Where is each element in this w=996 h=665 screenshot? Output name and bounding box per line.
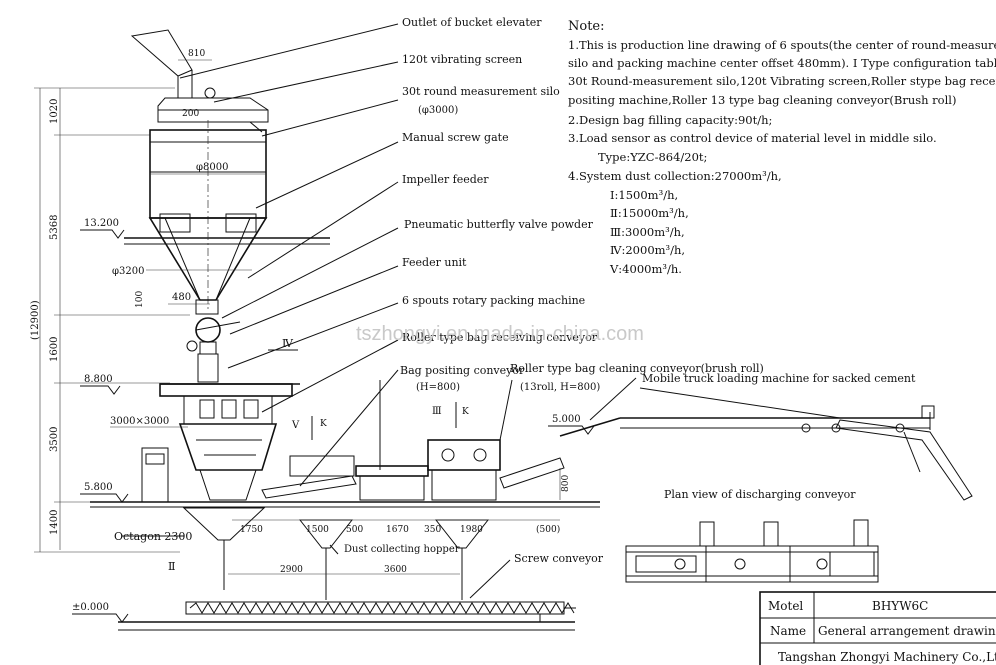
note-line-4: positing machine,Roller 13 type bag clea… bbox=[568, 93, 956, 107]
dim-480: 480 bbox=[172, 292, 191, 303]
label-vibrating-screen: 120t vibrating screen bbox=[402, 53, 522, 66]
dim-810: 810 bbox=[188, 49, 205, 59]
label-impeller: Impeller feeder bbox=[402, 173, 489, 186]
dim-3500: 3500 bbox=[49, 427, 60, 452]
packing-machine: 3000×3000 bbox=[110, 383, 293, 503]
dim-3200: φ3200 bbox=[112, 266, 144, 277]
vibrating-screen bbox=[157, 97, 269, 123]
level-8800: 8.800 bbox=[84, 374, 113, 385]
note-line-1: 1.This is production line drawing of 6 s… bbox=[568, 38, 996, 52]
label-silo-dia: (φ3000) bbox=[418, 105, 458, 116]
dim-1400: 1400 bbox=[49, 510, 60, 535]
name-value: General arrangement drawing bbox=[818, 624, 996, 638]
level-5000: 5.000 bbox=[552, 414, 581, 425]
dim-1500: 1500 bbox=[306, 525, 329, 535]
label-outlet-bucket: Outlet of bucket elevater bbox=[402, 16, 542, 29]
level-5800: 5.800 bbox=[84, 482, 113, 493]
label-butterfly: Pneumatic butterfly valve powder bbox=[404, 218, 594, 231]
label-roller-cleaning-h: (13roll, H=800) bbox=[520, 382, 600, 393]
label-plan-view: Plan view of discharging conveyor bbox=[664, 488, 856, 501]
note-line-3: 30t Round-measurement silo,120t Vibratin… bbox=[568, 74, 996, 88]
label-bag-positing-h: (H=800) bbox=[416, 382, 460, 393]
dim-8000: φ8000 bbox=[196, 162, 228, 173]
company-name: Tangshan Zhongyi Machinery Co.,Ltd bbox=[778, 650, 996, 664]
roman-II: Ⅱ bbox=[168, 560, 175, 573]
title-block: Motel BHYW6C Name General arrangement dr… bbox=[759, 591, 996, 665]
label-feeder-unit: Feeder unit bbox=[402, 256, 467, 269]
roman-IV: Ⅳ bbox=[282, 337, 294, 350]
dim-3000x3000: 3000×3000 bbox=[110, 416, 169, 427]
note-line-10: Ⅱ:15000m³/h, bbox=[610, 206, 689, 220]
label-packing-machine: 6 spouts rotary packing machine bbox=[402, 294, 585, 307]
vertical-dimensions: (12900) 1020 5368 1600 3500 1400 bbox=[30, 87, 190, 553]
impeller-feeder bbox=[195, 317, 221, 343]
dim-200: 200 bbox=[182, 109, 199, 119]
name-label: Name bbox=[770, 624, 806, 638]
label-mobile-truck: Mobile truck loading machine for sacked … bbox=[642, 372, 916, 385]
roman-V: Ⅴ bbox=[291, 420, 300, 431]
dim-1670: 1670 bbox=[386, 525, 409, 535]
label-roller-receiving: Roller type bag receiving conveyor bbox=[402, 331, 598, 344]
dim-12900: (12900) bbox=[30, 300, 41, 340]
model-label: Motel bbox=[768, 599, 803, 613]
dim-5368: 5368 bbox=[49, 215, 60, 240]
level-13200: 13.200 bbox=[84, 218, 119, 229]
dim-2900: 2900 bbox=[280, 565, 303, 575]
dim-100: 100 bbox=[135, 291, 145, 308]
bucket-outlet-chute bbox=[130, 29, 193, 77]
control-cabinet bbox=[141, 447, 169, 503]
label-octagon: Octagon 2300 bbox=[114, 530, 192, 543]
note-line-6: 3.Load sensor as control device of mater… bbox=[568, 131, 937, 145]
note-line-12: Ⅳ:2000m³/h, bbox=[610, 243, 685, 257]
note-line-9: Ⅰ:1500m³/h, bbox=[610, 188, 678, 202]
label-screw-conveyor: Screw conveyor bbox=[514, 552, 604, 565]
note-line-13: Ⅴ:4000m³/h. bbox=[609, 262, 682, 276]
label-roller-cleaning: Roller type bag cleaning conveyor(brush … bbox=[510, 362, 764, 375]
dim-350: 350 bbox=[424, 525, 441, 535]
label-bag-positing: Bag positing conveyor bbox=[400, 364, 525, 377]
watermark: tszhongyi.en.made-in-china.com bbox=[356, 323, 644, 345]
label-manual-gate: Manual screw gate bbox=[402, 131, 509, 144]
note-line-7: Type:YZC-864/20t; bbox=[598, 150, 707, 164]
label-dust-hopper: Dust collecting hopper bbox=[344, 544, 460, 555]
lower-structure: 1750 1500 500 1670 350 1980 (500) Ⅱ 2900… bbox=[168, 507, 576, 622]
dim-3600: 3600 bbox=[384, 565, 407, 575]
floor-levels: 13.200 8.800 5.800 ±0.000 5.000 bbox=[72, 218, 600, 631]
dim-1980: 1980 bbox=[460, 525, 483, 535]
component-labels: Outlet of bucket elevater 120t vibrating… bbox=[114, 16, 916, 565]
label-round-silo: 30t round measurement silo bbox=[402, 85, 560, 98]
note-line-11: Ⅲ:3000m³/h, bbox=[610, 225, 685, 239]
note-line-8: 4.System dust collection:27000m³/h, bbox=[568, 169, 782, 183]
model-value: BHYW6C bbox=[872, 599, 928, 613]
silo-assembly: 810 200 φ8000 φ3200 100 480 Ⅳ bbox=[112, 29, 298, 383]
level-0: ±0.000 bbox=[72, 602, 109, 613]
dim-500: 500 bbox=[346, 525, 363, 535]
dim-1600: 1600 bbox=[49, 337, 60, 362]
k-mark-2: K bbox=[462, 407, 469, 417]
roman-III: Ⅲ bbox=[432, 406, 442, 417]
notes-title: Note: bbox=[568, 19, 605, 34]
conveyors: Ⅴ K Ⅲ K 800 bbox=[261, 379, 973, 501]
note-line-2: silo and packing machine center offset 4… bbox=[568, 56, 996, 70]
leader-lines bbox=[122, 23, 637, 599]
plan-view-conveyor bbox=[625, 519, 879, 583]
note-line-5: 2.Design bag filling capacity:90t/h; bbox=[568, 113, 772, 127]
dim-500b: (500) bbox=[536, 524, 560, 535]
dim-1020: 1020 bbox=[49, 99, 60, 124]
k-mark-1: K bbox=[320, 419, 327, 429]
dim-800: 800 bbox=[561, 475, 571, 492]
notes-block: Note: 1.This is production line drawing … bbox=[568, 19, 996, 276]
dim-1750: 1750 bbox=[240, 525, 263, 535]
